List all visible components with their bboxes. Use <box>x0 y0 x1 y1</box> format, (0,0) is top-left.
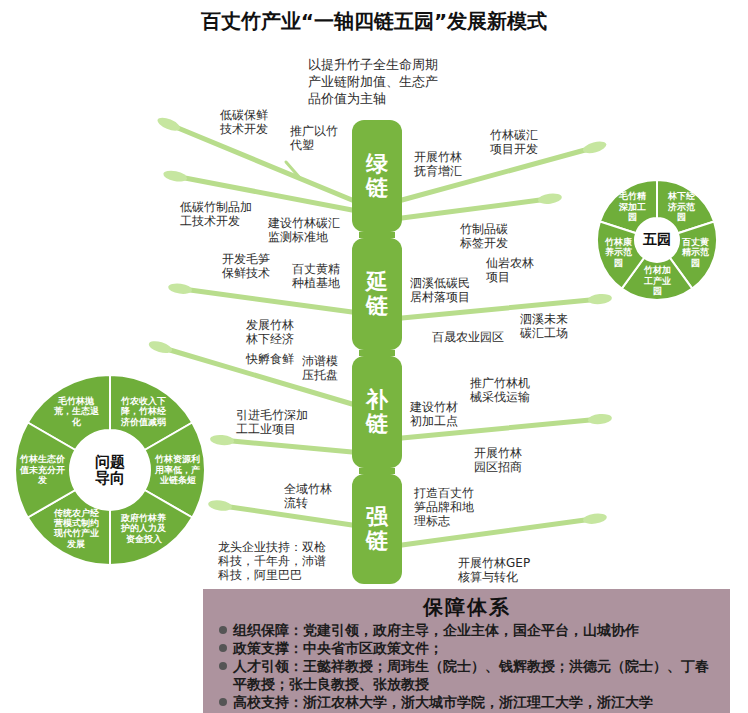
ring-segment: 毛竹精深加工园 <box>619 191 647 222</box>
ring-segment: 百丈黄精示范园 <box>682 237 710 268</box>
node-text: 延链 <box>366 270 388 318</box>
panel-line: 政策支撑：中央省市区政策文件； <box>217 639 716 657</box>
branch-label: 竹林碳汇项目开发 <box>490 128 542 156</box>
ring-segment: 竹农收入下降，竹林经济价值减弱 <box>121 396 167 427</box>
branch-line <box>178 128 352 200</box>
branch-label: 发展竹林林下经济 <box>246 318 298 346</box>
ring-segment: 毛竹林抛荒，生态退化 <box>53 396 99 427</box>
branch-line <box>190 290 352 312</box>
ring-segment: 竹林生态价值未充分开发 <box>20 454 66 485</box>
support-panel: 保障体系组织保障：党建引领，政府主导，企业主体，国企平台，山城协作政策支撑：中央… <box>203 589 730 713</box>
leaf-shape <box>582 139 608 155</box>
branch-label: 建设竹林碳汇监测标准地 <box>268 216 344 244</box>
branch-line <box>232 441 352 452</box>
branch-label: 开展竹林GEP核算与转化 <box>458 556 534 584</box>
ring-segment: 竹林康养示范园 <box>604 237 632 268</box>
branch-label: 开展竹林抚育增汇 <box>414 150 466 178</box>
node-text: 竹农收入下降，竹林经济价值减弱 <box>121 396 167 427</box>
node-text: 林下经济示范园 <box>667 191 695 222</box>
branch-label: 全域竹林流转 <box>284 482 336 510</box>
panel-heading: 保障体系 <box>217 593 716 621</box>
node-text: 五园 <box>643 232 671 247</box>
branch-label: 百晟农业园区 <box>432 330 512 344</box>
ring-hub: 五园 <box>635 218 679 262</box>
ring-wedge <box>15 423 75 518</box>
chain-band: 补链 <box>352 356 402 468</box>
twig-line <box>286 162 300 178</box>
leaf-shape <box>582 512 607 525</box>
branch-label: 百丈黄精种植基地 <box>292 262 344 290</box>
chain-band: 延链 <box>352 238 402 350</box>
branch-label: 低碳竹制品加工技术开发 <box>180 200 256 228</box>
branch-label: 开展竹林园区招商 <box>474 446 526 474</box>
branch-label: 低碳保鲜技术开发 <box>220 108 272 136</box>
branch-label: 打造百丈竹笋品牌和地理标志 <box>414 486 478 528</box>
node-text: 竹林资源利用率低，产业链条短 <box>155 454 201 485</box>
ring-segment: 传统农户经营模式制约现代竹产业发展 <box>53 508 99 549</box>
ring-hub: 问题导向 <box>70 430 150 510</box>
branch-label: 泗溪未来碳汇工场 <box>520 312 572 340</box>
axis-note: 以提升竹子全生命周期产业链附加值、生态产品价值为主轴 <box>308 56 442 107</box>
leaf-shape <box>147 339 173 355</box>
panel-line: 高校支持：浙江农林大学，浙大城市学院，浙江理工大学，浙江大学 <box>217 693 716 711</box>
branch-line <box>402 200 540 218</box>
node-text: 补链 <box>366 388 388 436</box>
leaf-shape <box>537 192 562 205</box>
branch-line <box>170 350 352 404</box>
chain-band: 绿链 <box>352 120 402 232</box>
node-text: 竹林康养示范园 <box>604 237 632 268</box>
branch-label: 沛谱模压托盘 <box>302 354 342 382</box>
node-text: 百丈黄精示范园 <box>682 237 710 268</box>
branch-label: 推广以竹代塑 <box>290 124 342 152</box>
branch-label: 开发毛笋保鲜技术 <box>222 252 274 280</box>
node-text: 竹林生态价值未充分开发 <box>20 454 66 485</box>
node-text: 问题导向 <box>95 454 125 487</box>
leaf-shape <box>162 169 187 183</box>
panel-line: 人才引领：王懿祥教授；周玮生（院士）、钱辉教授；洪德元（院士）、丁春平教授；张士… <box>217 657 716 693</box>
branch-label: 龙头企业扶持：双枪科技，千年舟，沛谱科技，阿里巴巴 <box>218 540 330 582</box>
diagram-title: 百丈竹产业“一轴四链五园”发展新模式 <box>0 8 748 35</box>
ring-segment: 林下经济示范园 <box>667 191 695 222</box>
ring-segment: 竹材加工产业园 <box>643 265 671 296</box>
node-text: 毛竹精深加工园 <box>619 191 647 222</box>
branch-label: 推广竹林机械采伐运输 <box>470 376 534 404</box>
branch-label: 泗溪低碳民居村落项目 <box>410 276 474 304</box>
node-text: 竹材加工产业园 <box>643 265 671 296</box>
node-text: 绿链 <box>366 152 388 200</box>
ring-segment: 竹林资源利用率低，产业链条短 <box>155 454 201 485</box>
branch-label: 快孵食鲜 <box>246 352 298 366</box>
branch-label: 竹制品碳标签开发 <box>460 222 512 250</box>
leaf-shape <box>588 293 613 305</box>
branch-label: 引进毛竹深加工工业项目 <box>236 408 312 436</box>
node-text: 毛竹林抛荒，生态退化 <box>53 396 99 427</box>
leaf-shape <box>156 115 182 133</box>
branch-label: 建设竹材初加工点 <box>410 400 462 428</box>
node-text: 传统农户经营模式制约现代竹产业发展 <box>53 508 99 549</box>
branch-label: 仙岩农林项目 <box>486 256 538 284</box>
leaf-shape <box>208 499 233 512</box>
leaf-shape <box>210 434 235 446</box>
chain-band: 强链 <box>352 474 402 584</box>
panel-line: 组织保障：党建引领，政府主导，企业主体，国企平台，山城协作 <box>217 621 716 639</box>
node-text: 政府竹林养护的人力及资金投入 <box>121 513 167 544</box>
node-text: 强链 <box>366 505 388 553</box>
ring-segment: 政府竹林养护的人力及资金投入 <box>121 513 167 544</box>
leaf-shape <box>588 413 613 425</box>
branch-line <box>402 150 585 200</box>
leaf-shape <box>168 282 193 295</box>
